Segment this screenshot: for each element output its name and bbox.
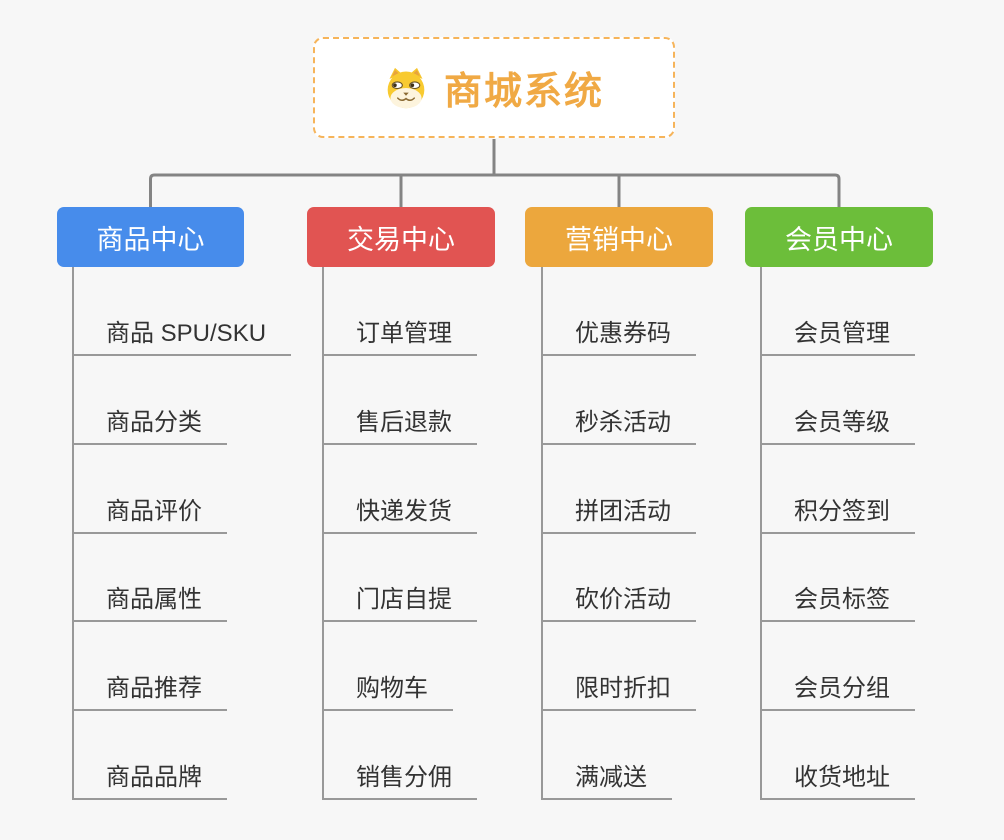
leaf-topic[interactable]: 商品评价	[72, 498, 227, 534]
leaf-topic[interactable]: 商品品牌	[72, 764, 227, 800]
branch-bracket-line	[149, 173, 841, 210]
leaf-topic[interactable]: 商品推荐	[72, 675, 227, 711]
leaf-topic[interactable]: 商品 SPU/SKU	[72, 320, 292, 356]
leaf-topic[interactable]: 商品属性	[72, 586, 227, 622]
leaf-topic[interactable]: 门店自提	[322, 586, 477, 622]
leaf-topic[interactable]: 收货地址	[760, 764, 915, 800]
leaf-topic[interactable]: 满减送	[541, 764, 672, 800]
leaf-topic[interactable]: 拼团活动	[541, 498, 696, 534]
leaf-topic[interactable]: 购物车	[322, 675, 453, 711]
leaf-topic[interactable]: 销售分佣	[322, 764, 477, 800]
leaf-topic[interactable]: 会员分组	[760, 675, 915, 711]
leaf-topic[interactable]: 订单管理	[322, 320, 477, 356]
root-topic[interactable]: 商城系统	[313, 37, 675, 138]
branch-topic-trade-center[interactable]: 交易中心	[307, 207, 495, 267]
branch-topic-product-center[interactable]: 商品中心	[57, 207, 244, 267]
leaf-topic[interactable]: 会员等级	[760, 409, 915, 445]
branch-topic-marketing-center[interactable]: 营销中心	[525, 207, 713, 267]
leaf-topic[interactable]: 快递发货	[322, 498, 477, 534]
leaf-topic[interactable]: 商品分类	[72, 409, 227, 445]
branch-topic-member-center[interactable]: 会员中心	[745, 207, 933, 267]
leaf-topic[interactable]: 会员标签	[760, 586, 915, 622]
leaf-topic[interactable]: 售后退款	[322, 409, 477, 445]
doge-icon	[384, 66, 428, 110]
leaf-topic[interactable]: 积分签到	[760, 498, 915, 534]
leaf-topic[interactable]: 限时折扣	[541, 675, 696, 711]
leaf-topic[interactable]: 秒杀活动	[541, 409, 696, 445]
root-title: 商城系统	[443, 71, 604, 113]
leaf-topic[interactable]: 会员管理	[760, 320, 915, 356]
leaf-topic[interactable]: 砍价活动	[541, 586, 696, 622]
leaf-topic[interactable]: 优惠券码	[541, 320, 696, 356]
